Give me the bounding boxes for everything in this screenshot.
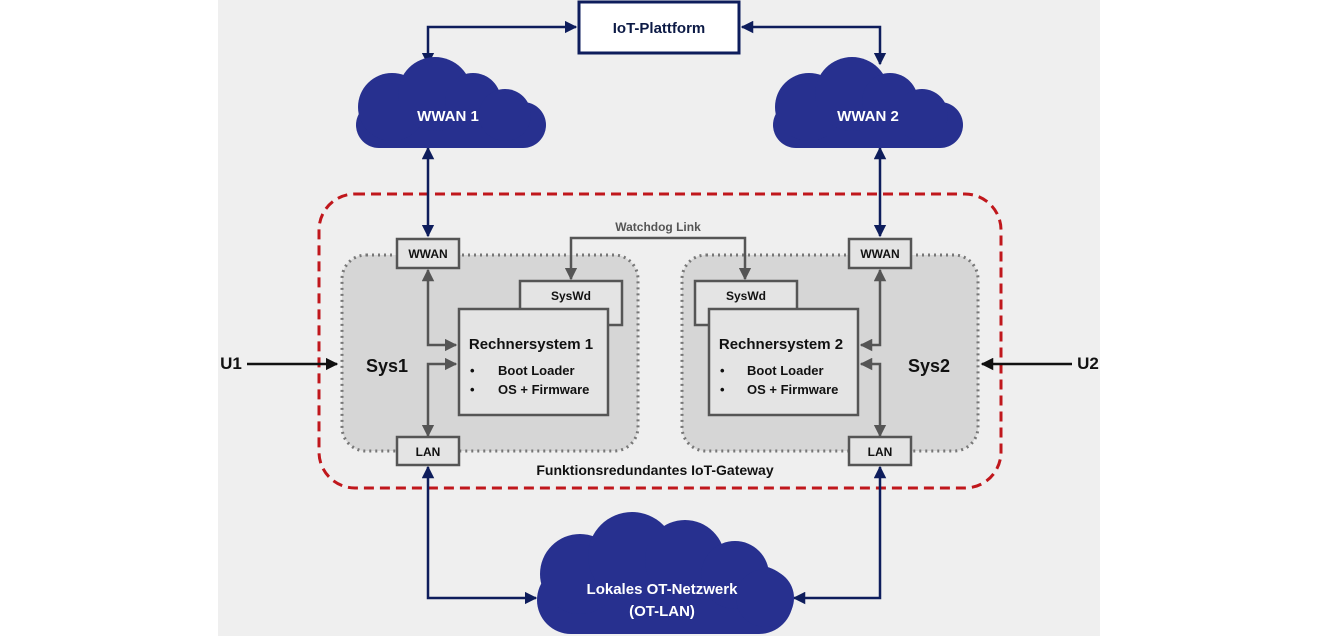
sys1-watchdog-label: SysWd bbox=[551, 289, 591, 303]
iot-platform-label: IoT-Plattform bbox=[613, 20, 706, 37]
link-lan2-otlan bbox=[792, 465, 887, 605]
sys2-wwan-to-computer bbox=[859, 268, 887, 352]
sys2-bullet-1: • bbox=[720, 363, 725, 378]
sys1-lan-to-computer bbox=[421, 357, 458, 438]
link-wwan1-platform bbox=[421, 20, 578, 66]
internal-links bbox=[421, 268, 887, 438]
sys1-bullet-2: • bbox=[470, 382, 475, 397]
link-lan1-otlan bbox=[421, 465, 538, 605]
sys1-wwan-port-label: WWAN bbox=[408, 247, 447, 261]
cloud-ot-lan-label-line1: Lokales OT-Netzwerk bbox=[587, 581, 739, 598]
sys1-item-os-firmware: OS + Firmware bbox=[498, 382, 589, 397]
sys1-lan-port bbox=[395, 435, 461, 467]
sys1-label: Sys1 bbox=[366, 356, 408, 376]
watchdog-link-line bbox=[564, 236, 752, 281]
sys2-lan-port-label: LAN bbox=[868, 445, 893, 459]
watchdog-link-label: Watchdog Link bbox=[615, 220, 701, 234]
sys2-label: Sys2 bbox=[908, 356, 950, 376]
cloud-wwan2-label: WWAN 2 bbox=[837, 108, 899, 125]
sys2-wwan-port bbox=[847, 237, 913, 270]
sys2-computer-title: Rechnersystem 2 bbox=[719, 336, 843, 353]
sys1-computer-box bbox=[457, 307, 610, 417]
sys1-wwan-to-computer bbox=[421, 268, 458, 352]
sys2-watchdog-label: SysWd bbox=[726, 289, 766, 303]
sys2-wwan-port-label: WWAN bbox=[860, 247, 899, 261]
cloud-wwan1 bbox=[356, 57, 546, 148]
u2-label: U2 bbox=[1077, 354, 1099, 373]
gateway-boundary bbox=[317, 192, 1003, 490]
cloud-ot-lan-label-line2: (OT-LAN) bbox=[629, 603, 695, 620]
sys2-item-os-firmware: OS + Firmware bbox=[747, 382, 838, 397]
sys1-bullet-1: • bbox=[470, 363, 475, 378]
cloud-ot-lan bbox=[537, 512, 794, 634]
u1-label: U1 bbox=[220, 354, 242, 373]
gateway-label: Funktionsredundantes IoT-Gateway bbox=[536, 462, 773, 478]
link-wwan2-platform bbox=[740, 20, 887, 66]
sys1-item-boot-loader: Boot Loader bbox=[498, 363, 575, 378]
sys2-item-boot-loader: Boot Loader bbox=[747, 363, 824, 378]
iot-platform-box bbox=[577, 0, 741, 55]
cloud-wwan1-label: WWAN 1 bbox=[417, 108, 479, 125]
sys2-lan-port bbox=[847, 435, 913, 467]
sys2-lan-to-computer bbox=[859, 357, 887, 438]
sys2-computer-box bbox=[707, 307, 860, 417]
network-links bbox=[421, 20, 887, 605]
sys1-computer-title: Rechnersystem 1 bbox=[469, 336, 593, 353]
sys2-bullet-2: • bbox=[720, 382, 725, 397]
cloud-wwan2 bbox=[773, 57, 963, 148]
sys1-lan-port-label: LAN bbox=[416, 445, 441, 459]
sys1-wwan-port bbox=[395, 237, 461, 270]
